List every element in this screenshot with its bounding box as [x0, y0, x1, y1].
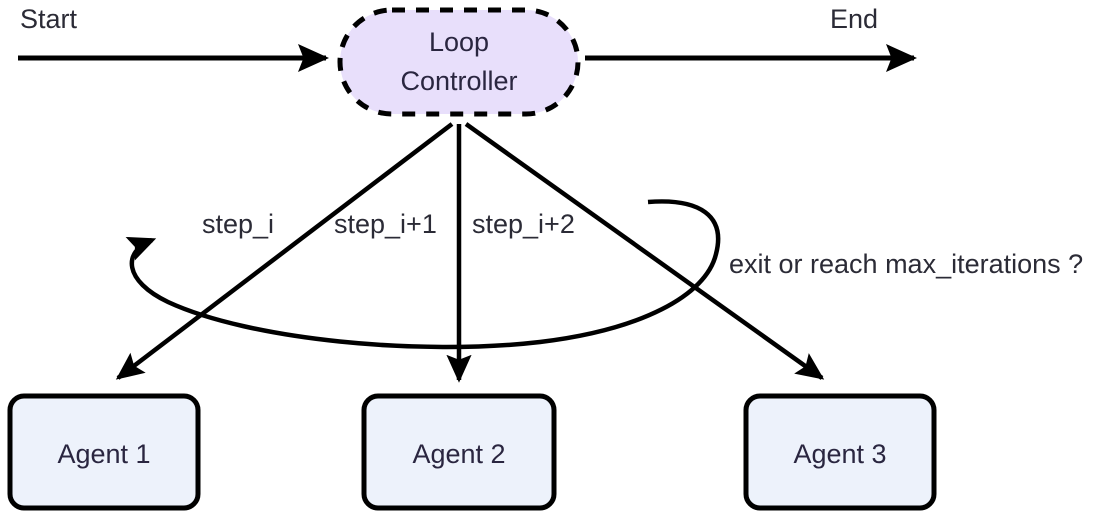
- agent-1-label: Agent 1: [57, 439, 150, 469]
- edge-label-step-i-plus-1: step_i+1: [334, 209, 437, 239]
- edge-label-step-i: step_i: [202, 209, 274, 239]
- edge-label-feedback: exit or reach max_iterations ?: [729, 249, 1083, 279]
- loop-controller-label-line2: Controller: [400, 66, 517, 96]
- feedback-loop-arrow: [125, 199, 721, 350]
- loop-controller-node[interactable]: [337, 7, 581, 117]
- edge-controller-to-agent-1: [115, 122, 454, 380]
- agent-1-node[interactable]: [7, 393, 201, 511]
- agent-3-label: Agent 3: [793, 439, 886, 469]
- agent-2-label: Agent 2: [412, 439, 505, 469]
- agent-3-node[interactable]: [743, 393, 937, 511]
- agent-2-node[interactable]: [361, 393, 557, 511]
- loop-controller-label-line1: Loop: [429, 27, 489, 57]
- end-label: End: [830, 4, 878, 34]
- start-label: Start: [20, 4, 78, 34]
- edge-label-step-i-plus-2: step_i+2: [472, 209, 575, 239]
- edge-controller-to-agent-3: [464, 122, 825, 380]
